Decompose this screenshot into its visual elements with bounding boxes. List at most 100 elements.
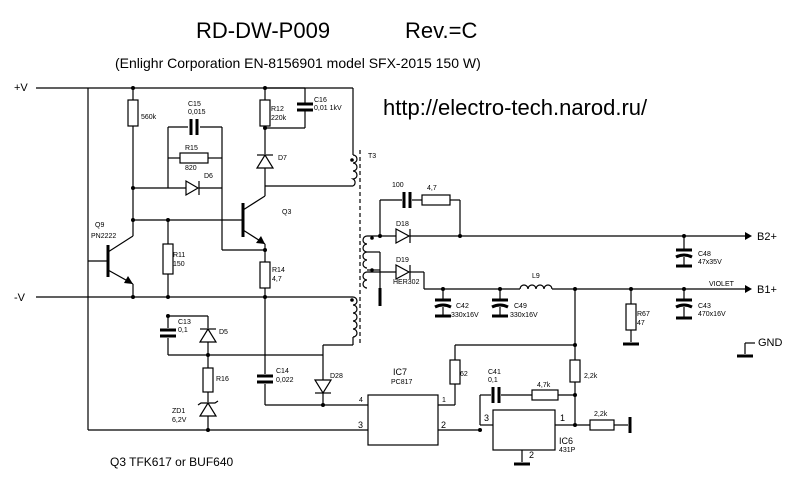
resistor-r15 [168, 152, 222, 164]
c15-r15-d6-bus [133, 127, 265, 251]
ic6-pin1: 1 [560, 413, 565, 423]
c42-value: 330x16V [451, 312, 479, 319]
l9-label: L9 [532, 273, 540, 280]
plus-v-label: +V [14, 82, 28, 94]
r12-value: 220k [271, 115, 287, 122]
c100-value: 100 [392, 182, 404, 189]
c49-label: C49 [514, 303, 527, 310]
schematic-title: RD-DW-P009 [196, 18, 330, 43]
r47-value: 4,7 [427, 185, 437, 192]
r11-label: R11 [173, 252, 185, 259]
r560k-value: 560k [141, 114, 157, 121]
ic6-type: 431P [559, 447, 576, 454]
resistor-r16 [202, 355, 214, 402]
ic6-pin3: 3 [484, 413, 489, 423]
ic6-label: IC6 [559, 436, 573, 446]
capacitor-c49 [491, 289, 509, 318]
d7-label: D7 [278, 155, 287, 162]
resistor-2k2-lower [589, 417, 632, 433]
r67-label: R67 [637, 311, 650, 318]
transistor-q3 [133, 186, 266, 262]
q9-label: Q9 [95, 222, 104, 229]
minus-v-label: -V [14, 292, 26, 304]
diode-d18 [367, 227, 752, 245]
q3-label: Q3 [282, 209, 291, 216]
diode-d19 [367, 263, 520, 290]
c48-label: C48 [698, 251, 711, 258]
resistor-560k [127, 88, 139, 220]
c13-label: C13 [178, 319, 191, 326]
zd1-label: ZD1 [172, 408, 185, 415]
r14-label: R14 [272, 267, 285, 274]
c43-label: C43 [698, 303, 711, 310]
diode-d5 [198, 316, 218, 355]
c14-label: C14 [276, 368, 289, 375]
c16-label: C16 [314, 97, 327, 104]
r2k2-upper-value: 2,2k [584, 373, 598, 380]
ic7-pin4: 4 [359, 397, 363, 404]
resistor-r11 [162, 220, 174, 297]
resistor-62 [438, 344, 575, 406]
r2k2-lower-value: 2,2k [594, 411, 608, 418]
diode-d7 [255, 147, 353, 187]
c49-value: 330x16V [510, 312, 538, 319]
transformer-t3 [350, 150, 374, 345]
snubber-c100-r47 [379, 192, 461, 236]
resistor-r14 [259, 261, 271, 297]
violet-label: VIOLET [709, 281, 735, 288]
c13-value: 0,1 [178, 327, 188, 334]
t3-label: T3 [368, 153, 376, 160]
zener-zd1 [197, 400, 219, 430]
c41-value: 0,1 [488, 377, 498, 384]
b1-label: B1+ [757, 284, 777, 296]
r12-label: R12 [271, 106, 284, 113]
transistor-q9 [87, 88, 134, 430]
d5-label: D5 [219, 329, 228, 336]
c41-label: C41 [488, 369, 501, 376]
inductor-l9 [519, 284, 752, 293]
capacitor-c14 [257, 297, 368, 406]
b2-label: B2+ [757, 231, 777, 243]
capacitor-c48 [675, 236, 693, 268]
capacitor-c16 [265, 87, 313, 129]
source-url: http://electro-tech.narod.ru/ [383, 95, 648, 120]
secondary-ground-tap [367, 251, 382, 306]
ic7-optocoupler [367, 394, 480, 446]
d19-label: D19 [396, 257, 409, 264]
schematic-revision: Rev.=C [405, 18, 477, 43]
diode-d6 [168, 179, 222, 197]
c48-value: 47x35V [698, 259, 722, 266]
d19-type: HER302 [393, 279, 420, 286]
resistor-r67 [623, 289, 639, 346]
ic7-type: PC817 [391, 379, 413, 386]
ic6-pin2: 2 [529, 450, 534, 460]
r62-value: 62 [460, 371, 468, 378]
capacitor-c41 [479, 387, 532, 425]
r67-value: 47 [637, 320, 645, 327]
r16-label: R16 [216, 376, 229, 383]
q9-type: PN2222 [91, 233, 116, 240]
r11-value: 150 [173, 261, 185, 268]
ic7-label: IC7 [393, 367, 407, 377]
capacitor-c42 [434, 289, 452, 318]
gnd-label: GND [758, 337, 783, 349]
d6-label: D6 [204, 173, 213, 180]
zd1-value: 6,2V [172, 417, 187, 424]
c42-label: C42 [456, 303, 469, 310]
junction-dots [131, 86, 686, 432]
capacitor-c13 [160, 315, 323, 356]
d28-label: D28 [330, 373, 343, 380]
resistor-r12 [259, 88, 271, 147]
d18-label: D18 [396, 221, 409, 228]
c16-value: 0,01 1kV [314, 105, 342, 112]
schematic-subtitle: (Enlighr Corporation EN-8156901 model SF… [115, 55, 481, 71]
c15-value: 0,015 [188, 109, 206, 116]
c15-label: C15 [188, 101, 201, 108]
gnd-terminal [737, 342, 755, 358]
resistor-4k7 [531, 389, 575, 401]
footer-note: Q3 TFK617 or BUF640 [110, 455, 233, 469]
capacitor-c43 [675, 289, 693, 320]
c14-value: 0,022 [276, 377, 294, 384]
